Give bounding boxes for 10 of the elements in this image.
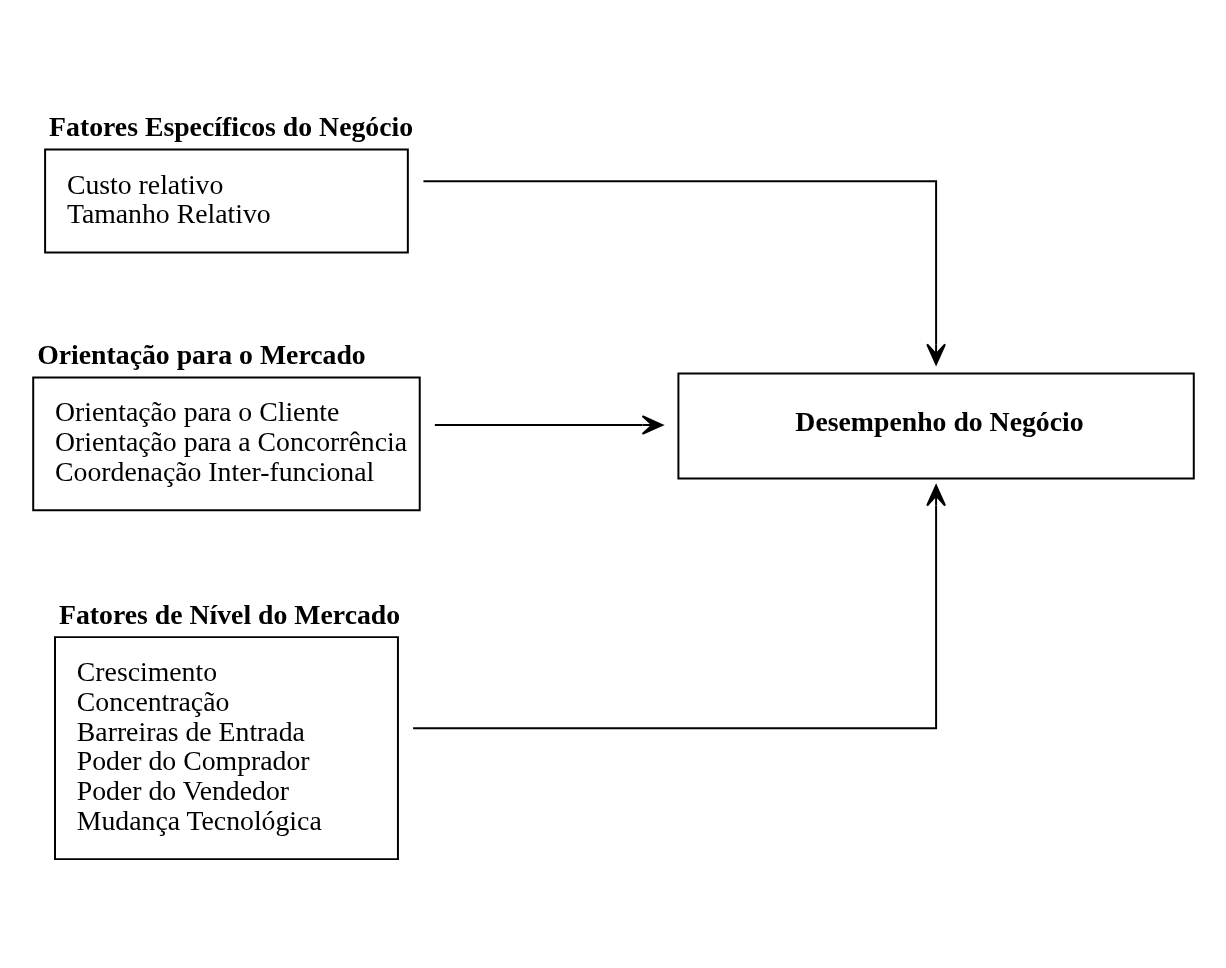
node-label: Fatores de Nível do Mercado — [58, 598, 401, 630]
node-box: Crescimento Concentração Barreiras de Entrada Poder do Comprador Poder do Vendedor Mudança Tecnológica — [54, 635, 399, 860]
arrow — [422, 179, 946, 365]
node-box: Orientação para o Cliente Orientação para a Concorrência Coordenação Inter-funcional — [32, 375, 421, 511]
node-box: Custo relativo Tamanho Relativo — [44, 148, 409, 254]
arrow — [412, 484, 946, 729]
node-label: Fatores Específicos do Negócio — [49, 110, 414, 142]
node-label: Orientação para o Mercado — [37, 338, 366, 370]
node-box: Desempenho do Negócio — [677, 372, 1195, 480]
arrow — [433, 414, 664, 435]
